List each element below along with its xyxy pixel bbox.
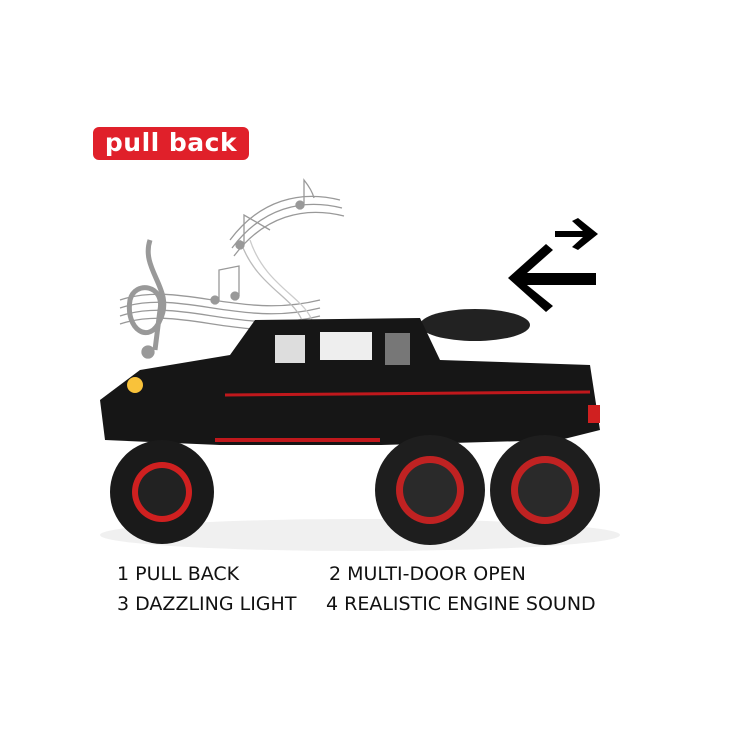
feature-dazzling-light: 3 DAZZLING LIGHT [117, 593, 297, 615]
feature-multi-door: 2 MULTI-DOOR OPEN [329, 563, 526, 585]
toy-truck-image [100, 309, 620, 551]
feature-engine-sound: 4 REALISTIC ENGINE SOUND [326, 593, 596, 615]
feature-pull-back: 1 PULL BACK [117, 563, 240, 585]
pull-back-badge: pull back [93, 127, 249, 160]
direction-arrows-icon [508, 218, 598, 312]
